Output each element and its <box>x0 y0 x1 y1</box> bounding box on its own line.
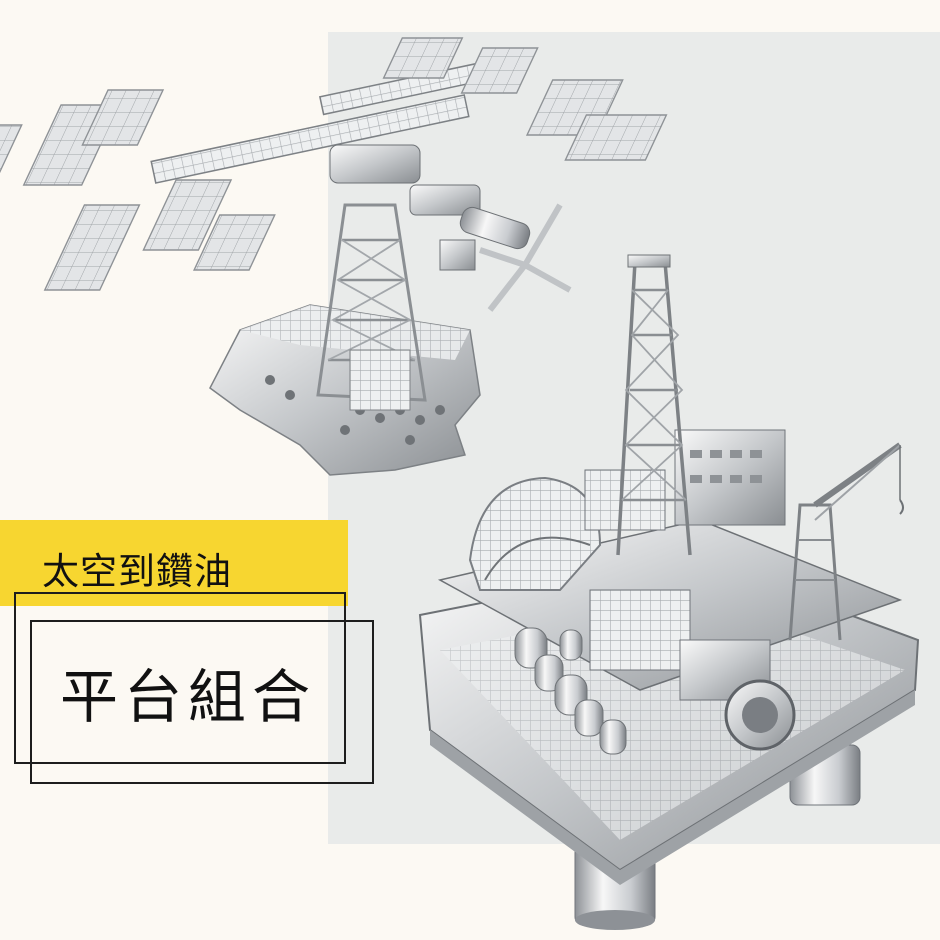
oil-platform-model <box>418 254 920 930</box>
space-station-model <box>0 37 668 476</box>
product-title: 平台組合 <box>60 663 317 731</box>
banner-subtitle: 太空到鑽油 <box>42 550 232 593</box>
title-frame-outer <box>14 592 346 764</box>
yellow-banner <box>0 520 348 606</box>
title-frame-inner <box>30 620 374 784</box>
